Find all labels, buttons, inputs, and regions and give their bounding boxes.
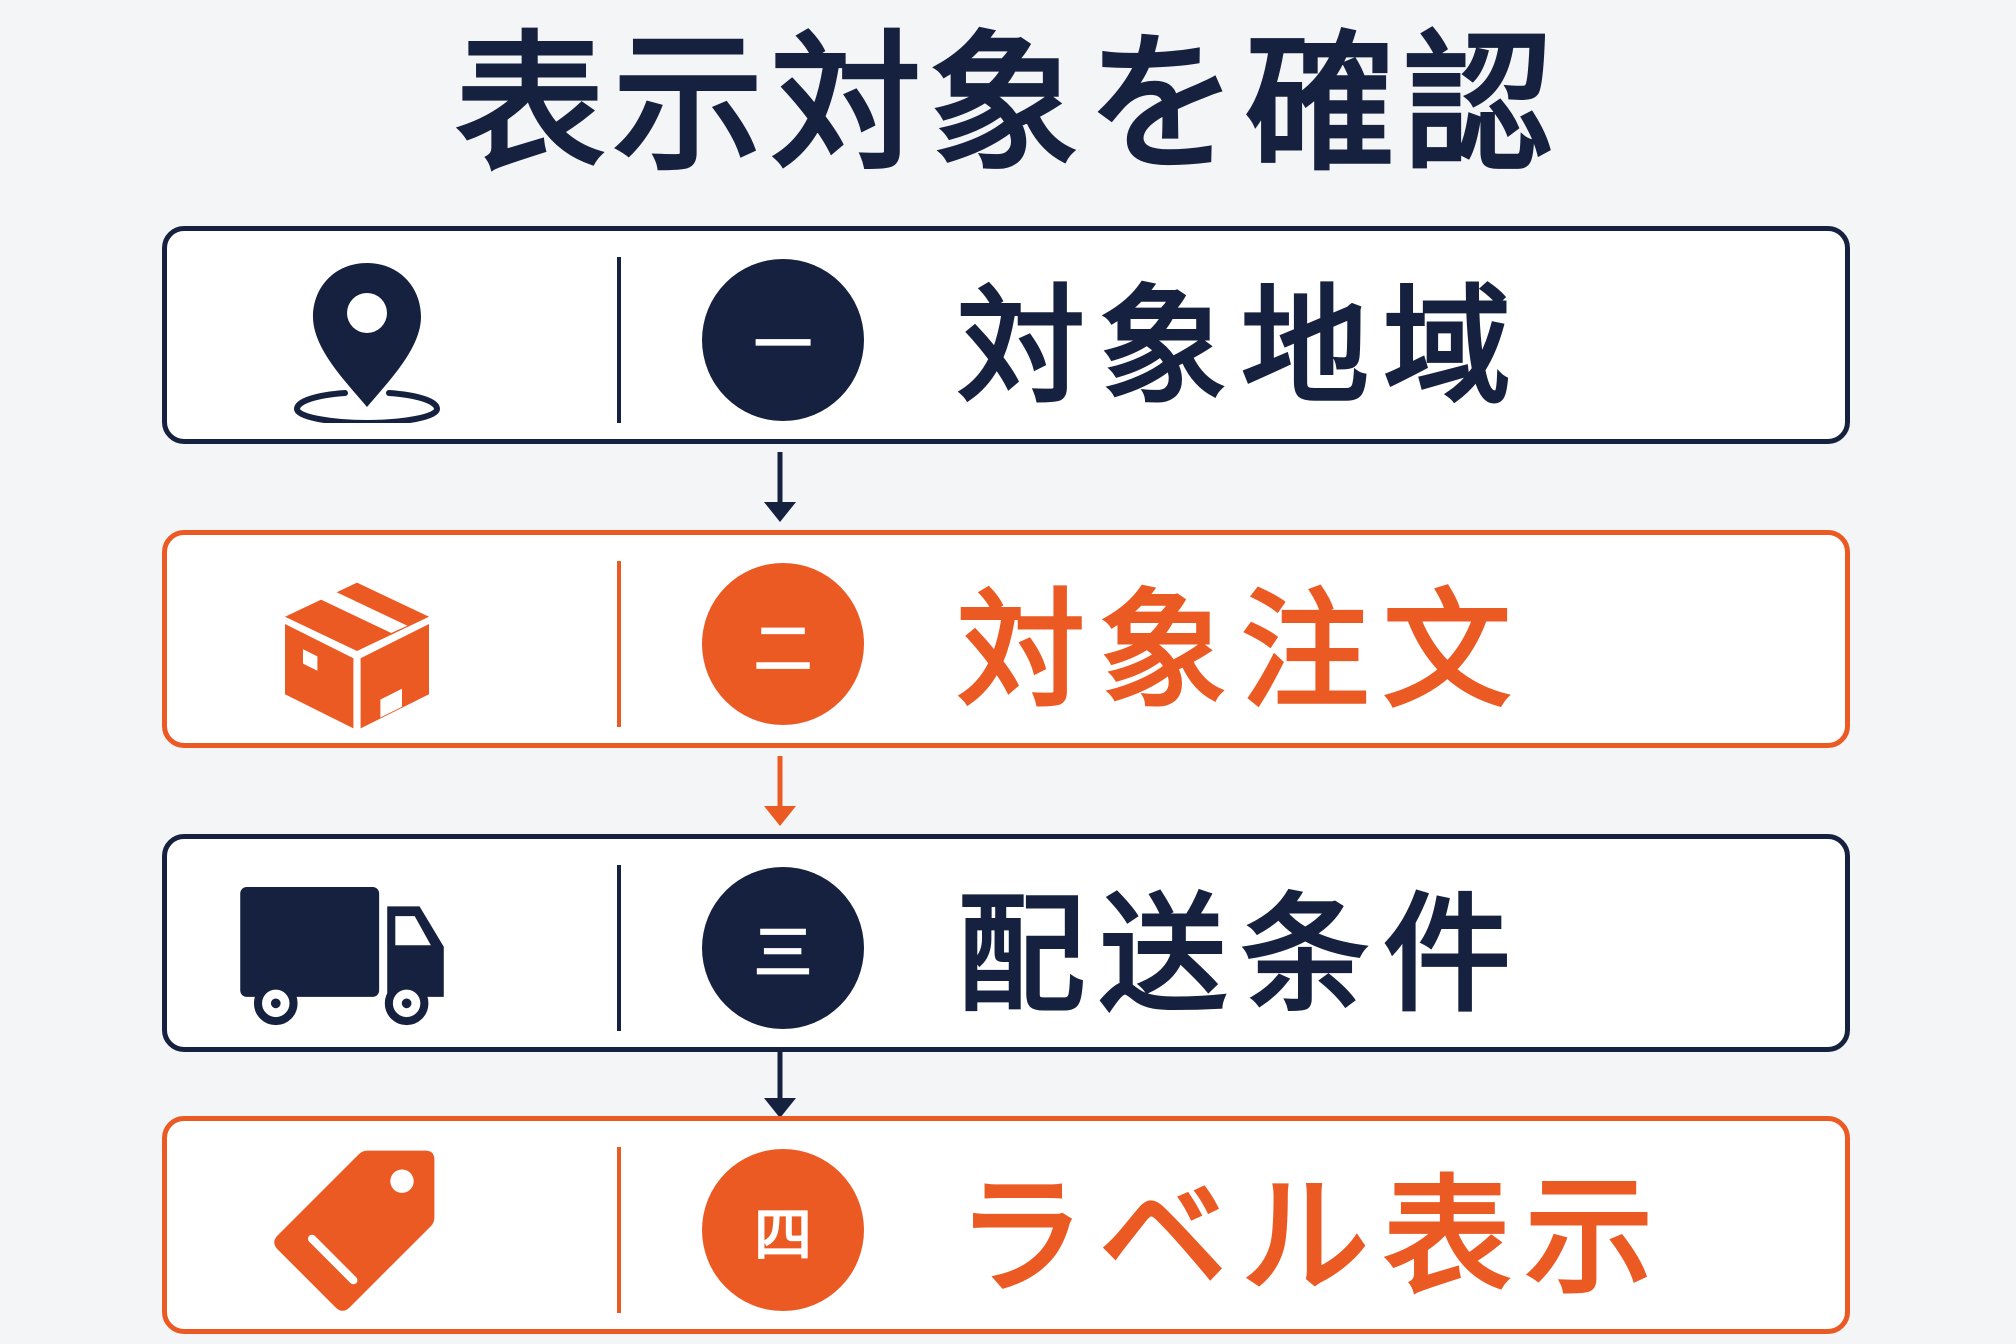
arrow-down-icon bbox=[764, 1048, 796, 1118]
step-divider bbox=[617, 257, 621, 423]
delivery-truck-icon bbox=[240, 861, 447, 1031]
step-number-badge: 四 bbox=[702, 1149, 864, 1311]
price-tag-icon bbox=[274, 1143, 447, 1313]
step-number: 二 bbox=[753, 615, 812, 683]
step-number: 三 bbox=[753, 919, 812, 987]
step-label: ラベル表示 bbox=[957, 1162, 1668, 1312]
location-pin-icon bbox=[287, 253, 447, 423]
page-title: 表示対象を確認 bbox=[454, 18, 1561, 192]
step-number-badge: 二 bbox=[702, 563, 864, 725]
step-label: 対象注文 bbox=[957, 576, 1526, 726]
step-target-orders: 二 対象注文 bbox=[162, 530, 1850, 748]
step-number: 四 bbox=[753, 1201, 812, 1269]
arrow-down-icon bbox=[764, 452, 796, 522]
step-number-badge: 三 bbox=[702, 867, 864, 1029]
step-divider bbox=[617, 561, 621, 727]
step-number: 一 bbox=[753, 311, 812, 379]
step-label-display: 四 ラベル表示 bbox=[162, 1116, 1850, 1334]
step-label: 対象地域 bbox=[957, 272, 1526, 422]
step-number-badge: 一 bbox=[702, 259, 864, 421]
step-label: 配送条件 bbox=[957, 880, 1526, 1030]
package-box-icon bbox=[285, 557, 447, 729]
step-target-region: 一 対象地域 bbox=[162, 226, 1850, 444]
arrow-down-icon bbox=[764, 756, 796, 826]
step-delivery-conditions: 三 配送条件 bbox=[162, 834, 1850, 1052]
step-divider bbox=[617, 1147, 621, 1313]
step-divider bbox=[617, 865, 621, 1031]
